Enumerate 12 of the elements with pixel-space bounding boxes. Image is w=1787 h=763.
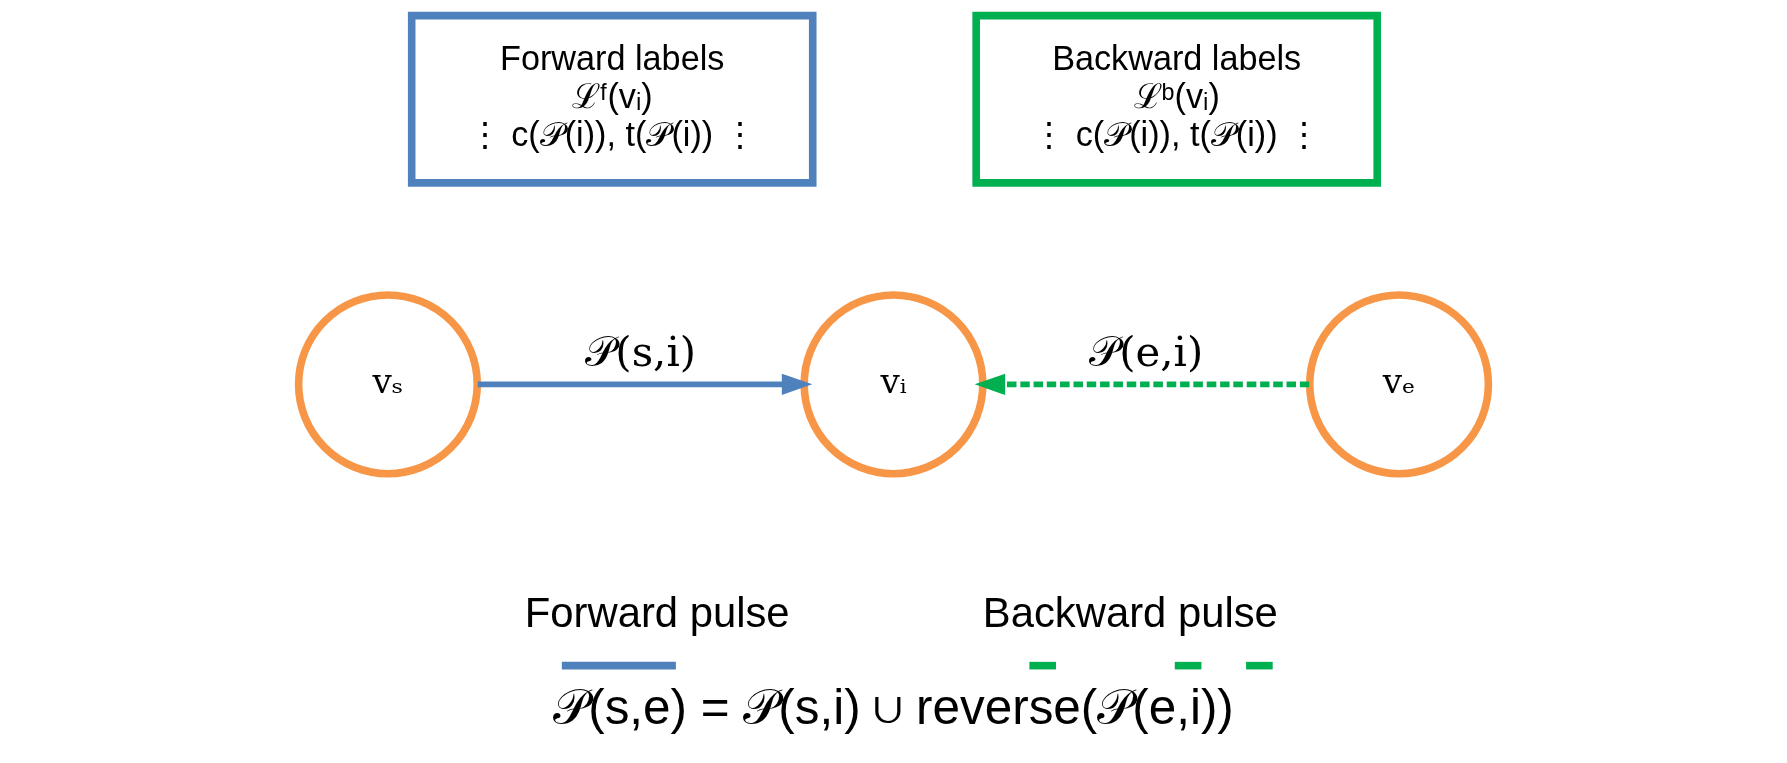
node-box: Forward labels ℒᶠ(vᵢ) ⋮ c(𝒫(i)), t(𝒫(i)) ⋮ [407,11,817,187]
legend-label: Forward pulse [524,588,790,636]
edge-label: 𝒫(s,i) [585,327,697,377]
legend-label: Backward pulse [982,588,1278,636]
arrow [477,373,813,395]
node-box: Backward labels ℒᵇ(vᵢ) ⋮ c(𝒫(i)), t(𝒫(i)) ⋮ [972,11,1381,187]
node-circle: vₑ [1305,291,1493,478]
arrow [974,373,1310,395]
node-circle: vₛ [294,291,482,478]
edge-label: 𝒫(e,i) [1089,327,1204,377]
node-circle: vᵢ [800,291,987,478]
caption: 𝒫(s,e) = 𝒫(s,i) ∪ reverse(𝒫(e,i)) [553,679,1234,735]
